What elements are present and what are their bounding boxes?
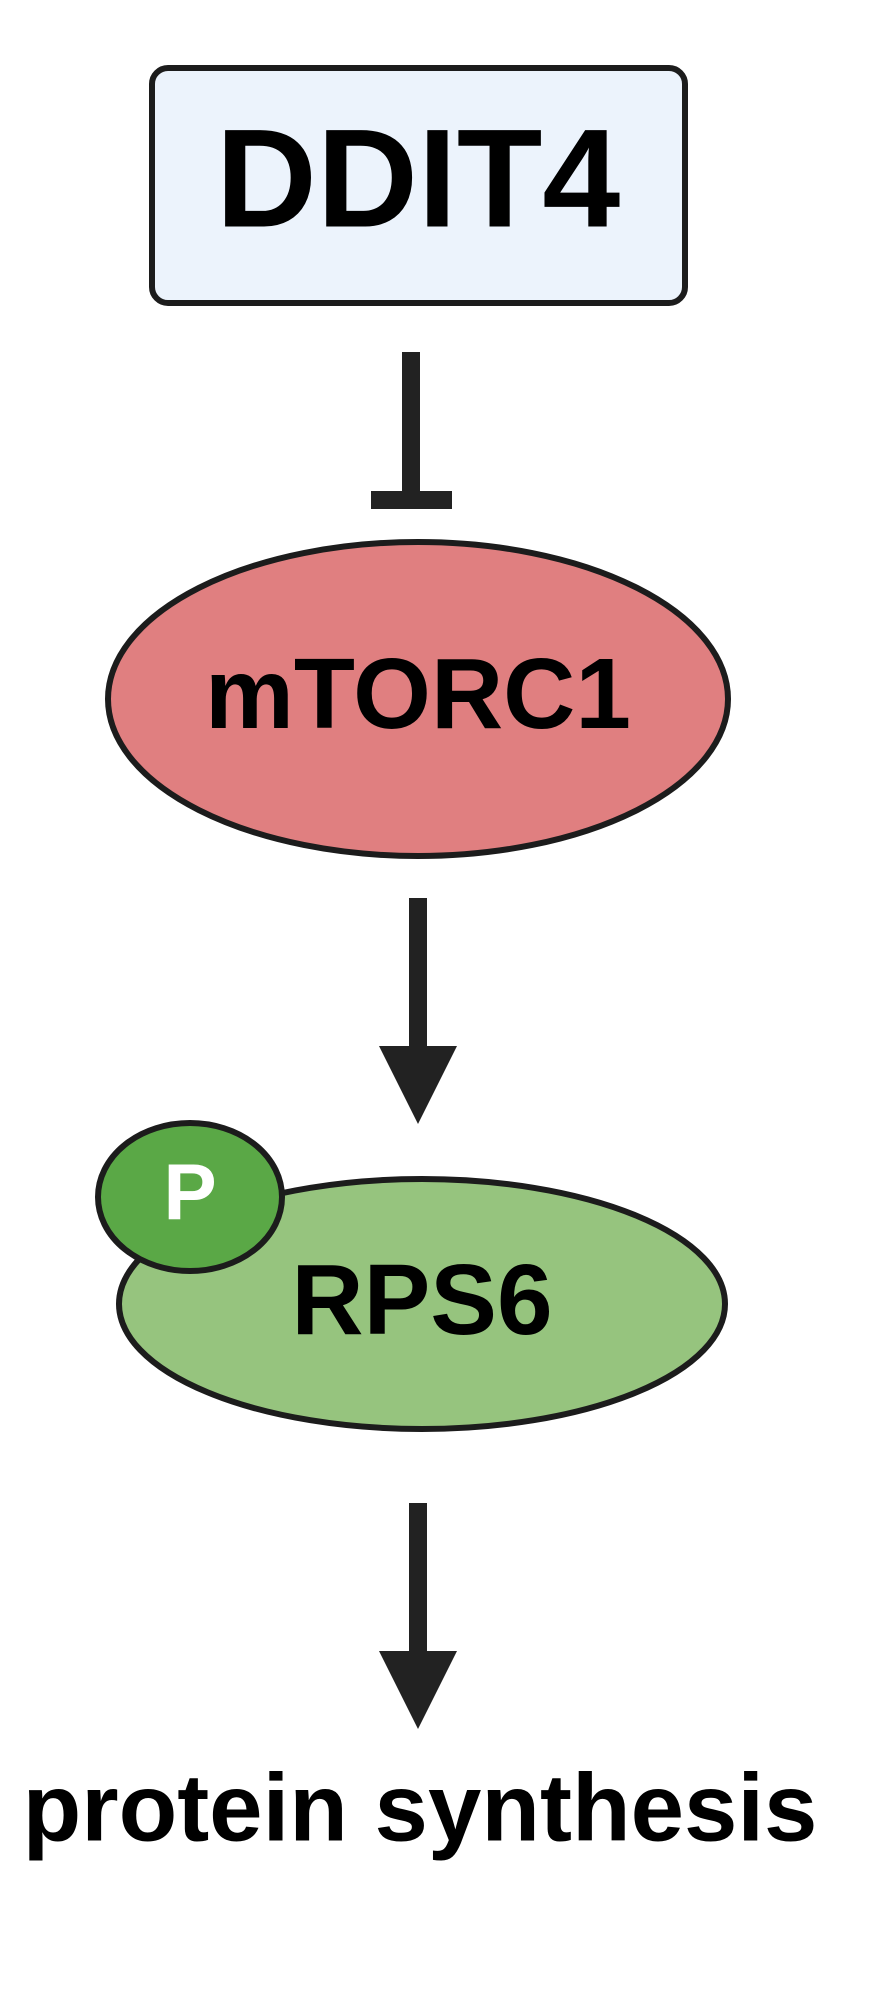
phospho-circle (95, 1120, 285, 1274)
phospho-label: P (163, 1148, 216, 1237)
edge-rps6-activates-protein-synthesis (379, 1503, 457, 1729)
arrow-head (379, 1046, 457, 1124)
mtorc1-node: mTORC1 (105, 539, 731, 859)
ddit4-node: DDIT4 (149, 65, 688, 306)
phospho-badge: P (95, 1120, 285, 1274)
rps6-label: RPS6 (291, 1244, 552, 1356)
edge-mtorc1-activates-rps6 (379, 898, 457, 1124)
arrow-head (379, 1651, 457, 1729)
ddit4-label: DDIT4 (216, 100, 621, 257)
mtorc1-ellipse (105, 539, 731, 859)
edge-ddit4-inhibits-mtorc1 (371, 352, 452, 509)
rps6-node: RPS6 P (95, 1120, 728, 1432)
mtorc1-label: mTORC1 (205, 638, 631, 750)
rps6-ellipse (116, 1176, 728, 1432)
protein-synthesis-label: protein synthesis (23, 1755, 818, 1862)
ddit4-box (149, 65, 688, 306)
